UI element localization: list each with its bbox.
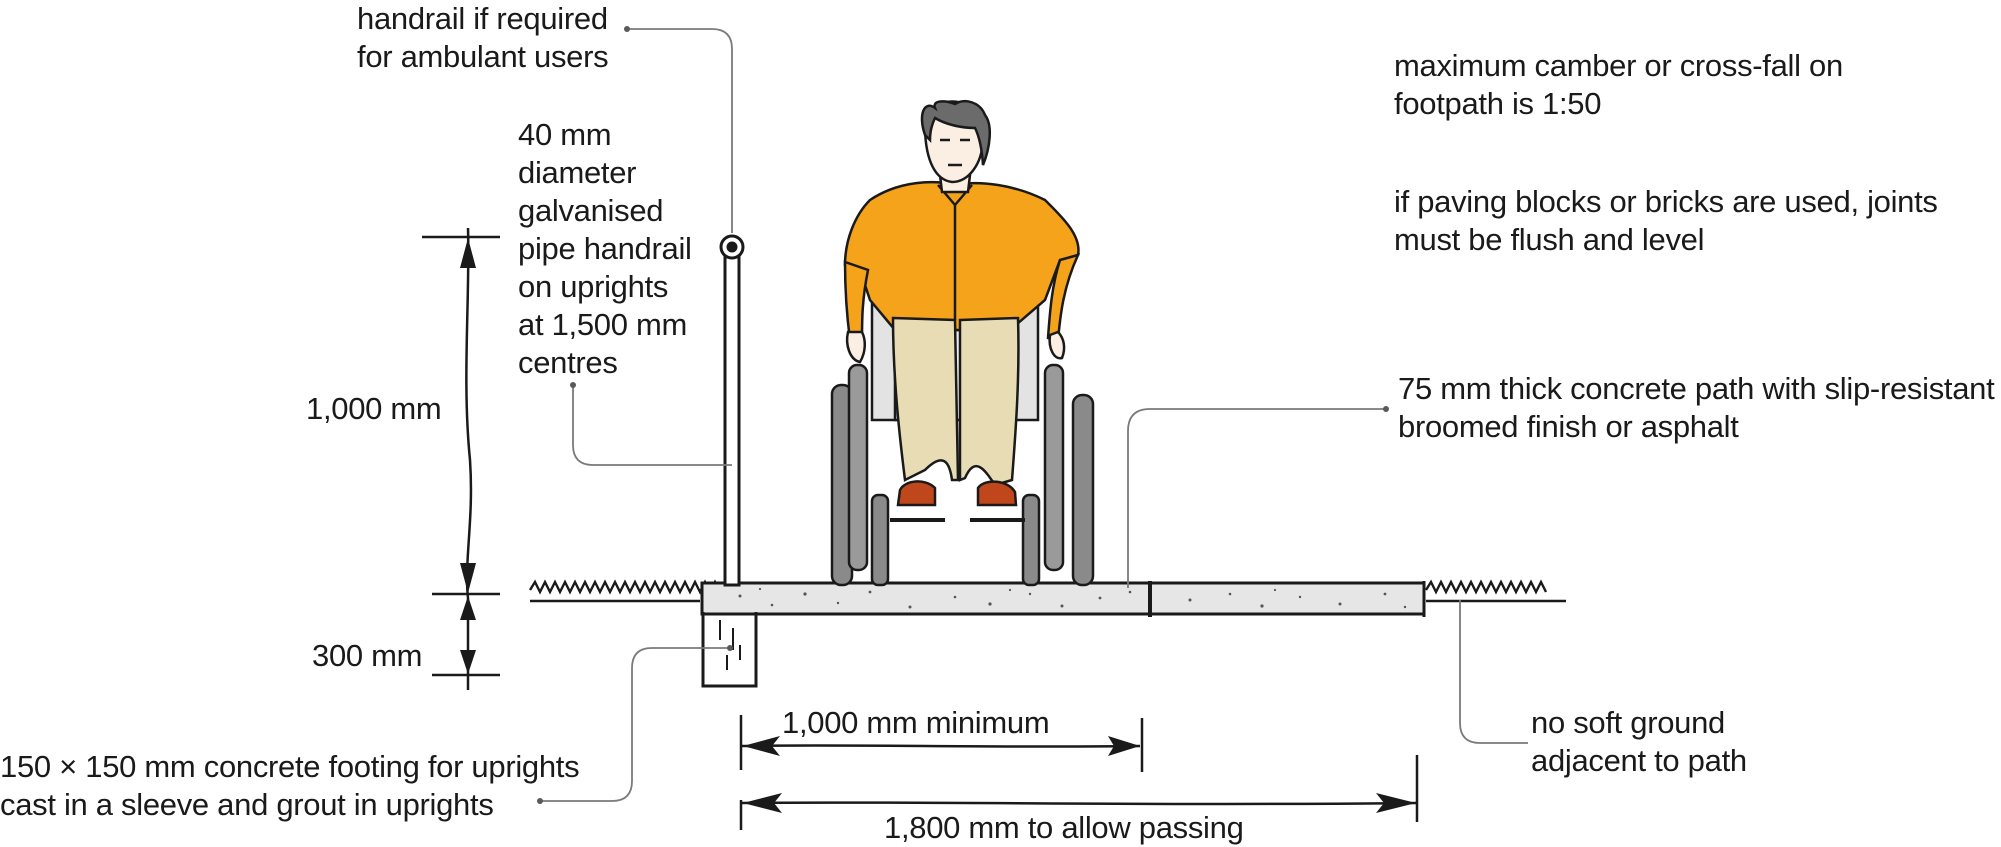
concrete-footing — [701, 612, 758, 688]
concrete-path — [700, 581, 1426, 617]
paving-label: if paving blocks or bricks are used, joi… — [1394, 184, 1938, 257]
grass-left — [528, 579, 722, 603]
soft-ground-label: no soft ground adjacent to path — [1531, 705, 1747, 778]
handrail-upright — [719, 234, 745, 587]
min-width-label: 1,000 mm minimum — [782, 705, 1050, 740]
handrail-required-label: handrail if required for ambulant users — [357, 1, 609, 74]
pipe-handrail-label: 40 mm diameter galvanised pipe handrail … — [518, 117, 692, 380]
wheelchair-user — [830, 100, 1095, 587]
height-dimension — [422, 227, 500, 690]
concrete-path-label: 75 mm thick concrete path with slip-resi… — [1398, 371, 1995, 444]
width-dimension-arrows — [743, 736, 1416, 813]
height-1000-label: 1,000 mm — [306, 391, 442, 426]
depth-300-label: 300 mm — [312, 638, 423, 673]
leader-dots — [537, 26, 1389, 804]
width-dimensions — [739, 715, 1419, 830]
height-dimension-arrows — [460, 238, 476, 674]
footing-label: 150 × 150 mm concrete footing for uprigh… — [0, 749, 580, 822]
leader-lines — [540, 28, 1528, 802]
camber-label: maximum camber or cross-fall on footpath… — [1394, 48, 1843, 121]
grass-right — [1424, 579, 1566, 603]
passing-width-label: 1,800 mm to allow passing — [884, 810, 1244, 845]
